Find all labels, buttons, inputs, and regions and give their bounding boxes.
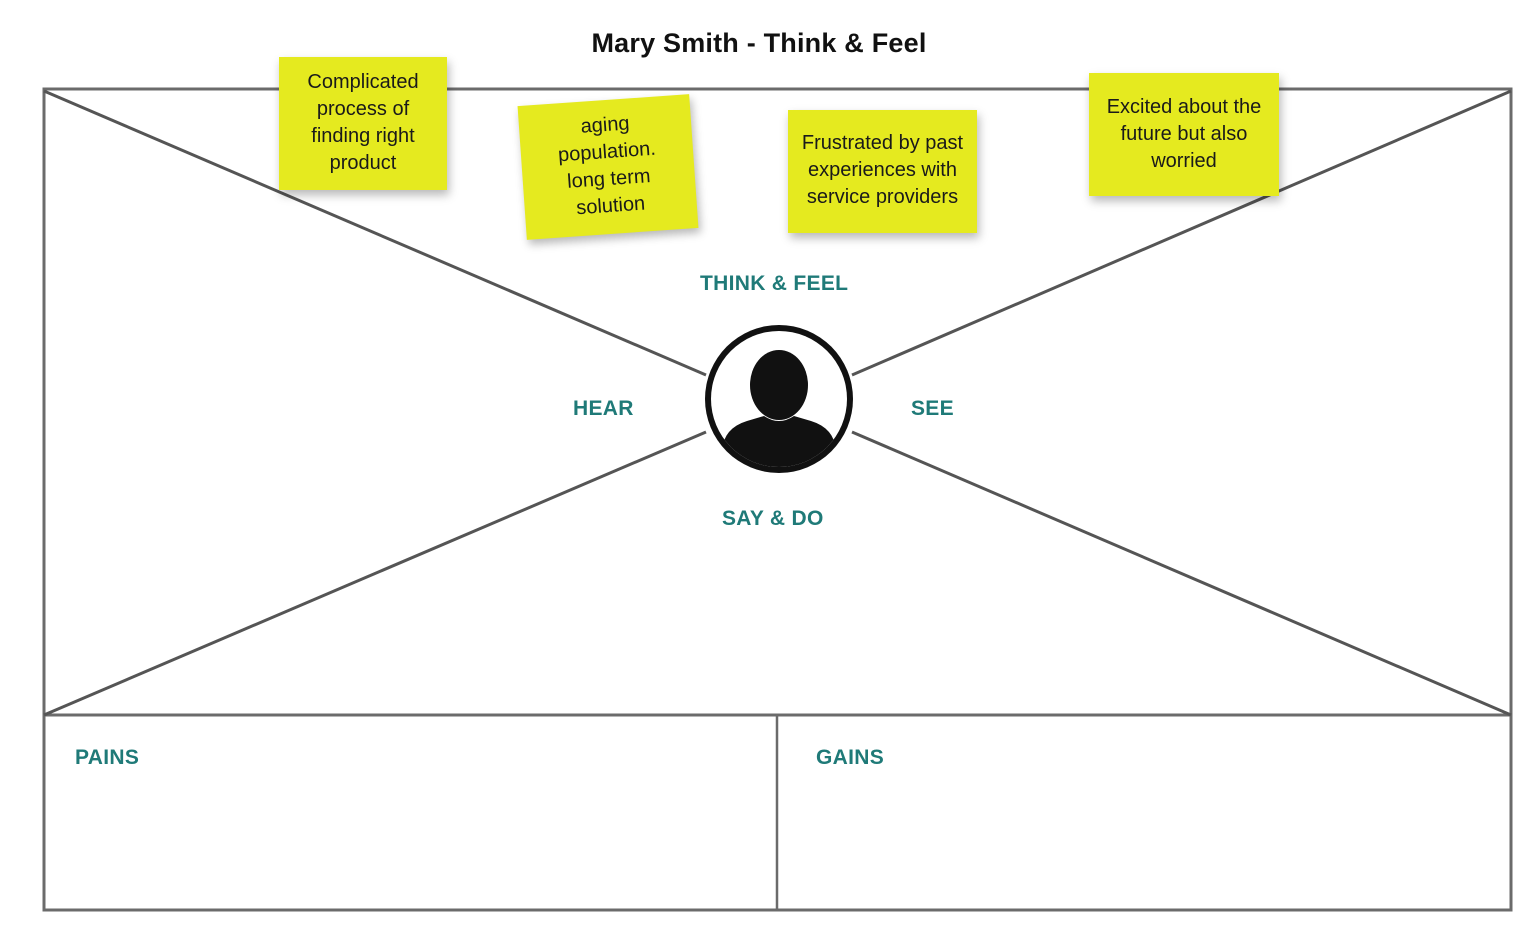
sticky-note-text: Excited about the future but also worrie…	[1106, 96, 1262, 172]
sticky-note[interactable]: Excited about the future but also worrie…	[1089, 73, 1279, 196]
say-do-label: SAY & DO	[722, 507, 824, 530]
pains-label: PAINS	[75, 746, 140, 769]
diagonal-top-left	[43, 89, 707, 377]
sticky-note[interactable]: Complicated process of finding right pro…	[279, 57, 447, 190]
diagonal-bottom-right	[851, 430, 1512, 717]
think-feel-label: THINK & FEEL	[700, 272, 849, 295]
sticky-note[interactable]: aging population. long term solution	[517, 94, 699, 240]
sticky-note-text: aging population. long term solution	[557, 112, 657, 220]
page-title: Mary Smith - Think & Feel	[591, 28, 927, 58]
sticky-note-text: Complicated process of finding right pro…	[307, 71, 419, 174]
see-label: SEE	[911, 397, 954, 420]
diagonal-bottom-left	[43, 430, 707, 717]
sticky-note-text: Frustrated by past experiences with serv…	[801, 132, 964, 208]
gains-label: GAINS	[816, 746, 885, 769]
user-icon	[702, 322, 856, 476]
sticky-note[interactable]: Frustrated by past experiences with serv…	[788, 110, 977, 233]
hear-label: HEAR	[573, 397, 634, 420]
diagonal-top-right	[851, 89, 1512, 377]
